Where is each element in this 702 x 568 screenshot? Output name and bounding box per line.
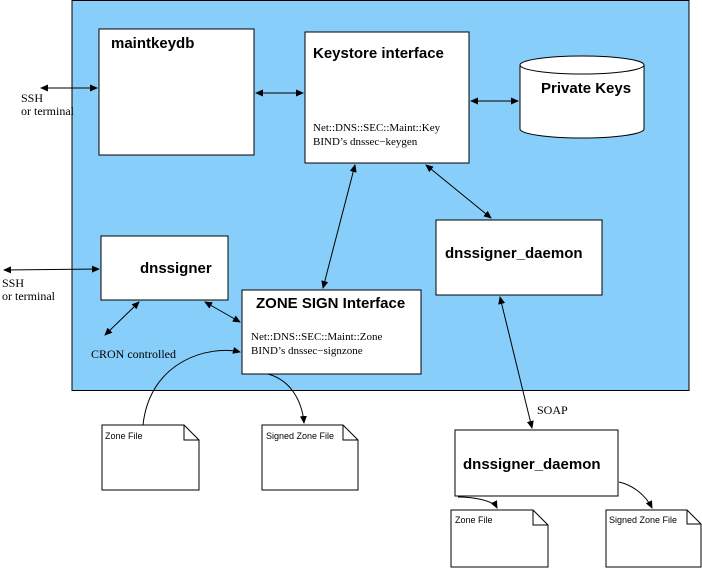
signed-zone-file-left-doc	[261, 424, 359, 491]
zone-sign-interface-label: ZONE SIGN Interface	[256, 295, 406, 312]
curve-daemon-to-zonefile	[457, 496, 498, 509]
zone-file-right-label: Zone File	[455, 515, 493, 525]
zone-sign-module-label: Net::DNS::SEC::Maint::Zone	[251, 331, 383, 343]
cron-label: CRON controlled	[91, 347, 176, 361]
arrow-dnssigner-zonesign	[204, 301, 241, 323]
curve-daemon-to-signedfile	[618, 481, 653, 509]
arrow-dnssigner-cron	[104, 301, 140, 336]
keystore-module-label: Net::DNS::SEC::Maint::Key	[313, 122, 441, 134]
zone-file-right-doc	[450, 509, 549, 568]
soap-label: SOAP	[537, 403, 568, 417]
zone-sign-signzone-label: BIND’s dnssec−signzone	[251, 345, 363, 357]
terminal-mid-label: or terminal	[2, 289, 55, 303]
zone-file-left-doc	[101, 424, 200, 491]
dnssigner-daemon-inner-box	[435, 219, 603, 296]
private-keys-label: Private Keys	[541, 80, 632, 97]
ssh-top-label: SSH	[21, 91, 44, 105]
curve-zonefile-to-zonesign	[142, 347, 241, 426]
dnssigner-label: dnssigner	[140, 260, 212, 277]
zone-file-left-label: Zone File	[105, 431, 143, 441]
dnssigner-daemon-outer-label: dnssigner_daemon	[463, 456, 601, 473]
keystore-keygen-label: BIND’s dnssec−keygen	[313, 136, 418, 148]
arrow-daemon-soap	[498, 296, 534, 429]
ssh-mid-label: SSH	[2, 276, 25, 290]
arrow-keystore-zonesign	[321, 164, 357, 289]
arrow-ssh-dnssigner	[3, 265, 100, 274]
keystore-interface-label: Keystore interface	[313, 45, 444, 62]
keystore-interface-box	[304, 31, 470, 164]
arrow-keystore-daemon	[425, 164, 492, 219]
terminal-top-label: or terminal	[21, 104, 74, 118]
signed-zone-file-right-label: Signed Zone File	[609, 515, 678, 525]
dnssigner-daemon-outer-box	[454, 429, 619, 497]
private-keys-cylinder	[519, 55, 645, 139]
zone-sign-interface-box	[241, 289, 422, 375]
curve-zonesign-to-signedfile	[267, 373, 307, 424]
signed-zone-file-left-label: Signed Zone File	[266, 431, 335, 441]
dnssigner-daemon-inner-label: dnssigner_daemon	[445, 245, 583, 262]
signed-zone-file-right-doc	[605, 509, 702, 568]
dnssigner-box	[100, 235, 229, 301]
maintkeydb-box	[98, 28, 255, 156]
maintkeydb-label: maintkeydb	[111, 35, 195, 52]
